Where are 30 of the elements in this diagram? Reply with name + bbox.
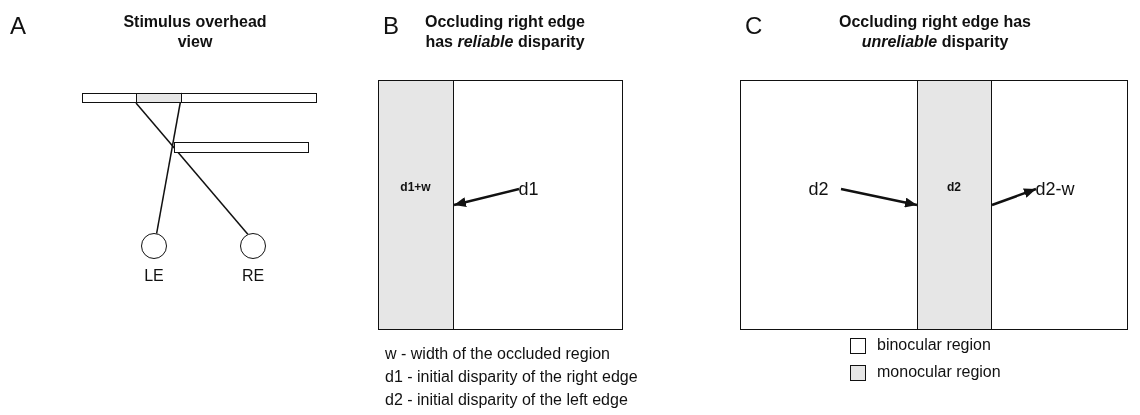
definition-text: w - width of the occluded region bbox=[385, 345, 610, 363]
arrow bbox=[840, 187, 918, 208]
far-surface-bar bbox=[82, 93, 317, 103]
right-eye-circle bbox=[240, 233, 266, 259]
monocular-region bbox=[135, 92, 182, 103]
binocular-region-panel bbox=[740, 80, 1128, 330]
legend-text: binocular region bbox=[877, 336, 991, 354]
disparity-label: d1+w bbox=[399, 179, 432, 194]
panel-letter: A bbox=[10, 12, 26, 40]
left-eye-circle bbox=[141, 233, 167, 259]
disparity-label: d2 bbox=[808, 177, 829, 201]
disparity-label: d2 bbox=[946, 179, 962, 194]
arrow bbox=[991, 187, 1037, 207]
panel-title: Stimulus overhead view bbox=[122, 12, 268, 52]
near-surface-bar bbox=[174, 142, 309, 153]
binocular-region-panel bbox=[378, 80, 623, 330]
eye-label: LE bbox=[143, 267, 165, 285]
definition-text: d1 - initial disparity of the right edge bbox=[385, 368, 638, 386]
monocular-region bbox=[916, 79, 992, 330]
disparity-label: d2-w bbox=[1035, 177, 1075, 201]
panel-title: Occluding right edge has unreliable disparity bbox=[838, 12, 1032, 52]
eye-label: RE bbox=[240, 267, 266, 285]
disparity-label: d1 bbox=[518, 177, 539, 201]
panel-title: Occluding right edge has reliable disparity bbox=[424, 12, 586, 52]
legend-text: monocular region bbox=[877, 363, 1001, 381]
panel-letter: C bbox=[745, 12, 763, 40]
definition-text: d2 - initial disparity of the left edge bbox=[385, 391, 628, 409]
monocular-region bbox=[377, 79, 454, 330]
panel-letter: B bbox=[383, 12, 399, 40]
arrow bbox=[453, 187, 520, 207]
